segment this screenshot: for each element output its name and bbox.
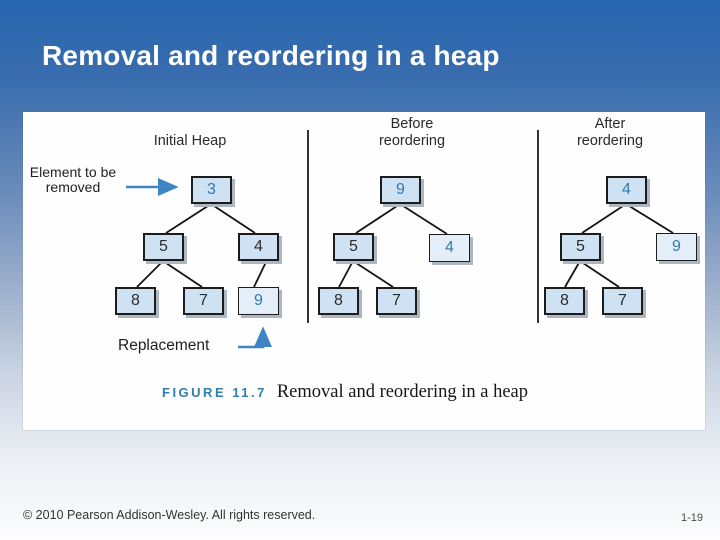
heap-node-initial-3: 3 [191, 176, 232, 204]
tree-header-before-reordering: Before reordering [378, 116, 446, 149]
heap-node-initial-7: 7 [183, 287, 224, 315]
heap-node-initial-9: 9 [238, 287, 279, 315]
heap-node-after-5: 5 [560, 233, 601, 261]
column-divider [307, 130, 309, 323]
replacement-arrow-icon [238, 326, 273, 349]
column-divider [537, 130, 539, 323]
page-number: 1-19 [680, 512, 703, 524]
heap-node-initial-4: 4 [238, 233, 279, 261]
heap-node-before-7: 7 [376, 287, 417, 315]
replacement-label: Replacement [118, 337, 210, 354]
edges-before-reordering [338, 203, 448, 288]
tree-header-after-reordering: After reordering [576, 116, 644, 149]
heap-node-after-4: 4 [606, 176, 647, 204]
copyright-footer: © 2010 Pearson Addison-Wesley. All right… [23, 508, 316, 522]
heap-node-before-9: 9 [380, 176, 421, 204]
element-to-be-removed-label: Element to be removed [29, 164, 117, 196]
heap-node-before-8: 8 [318, 287, 359, 315]
heap-node-after-8: 8 [544, 287, 585, 315]
tree-edges-layer [126, 177, 674, 349]
slide-title: Removal and reordering in a heap [42, 40, 500, 71]
heap-node-before-4: 4 [429, 234, 470, 262]
figure-caption-text: Removal and reordering in a heap [276, 382, 529, 402]
heap-node-after-9: 9 [656, 233, 697, 261]
heap-node-initial-8: 8 [115, 287, 156, 315]
edges-initial-heap [136, 203, 267, 288]
heap-node-initial-5: 5 [143, 233, 184, 261]
tree-header-initial-heap: Initial Heap [153, 133, 227, 149]
heap-node-before-5: 5 [333, 233, 374, 261]
figure-caption-number: FIGURE 11.7 [162, 385, 267, 400]
heap-node-after-7: 7 [602, 287, 643, 315]
figure-caption: FIGURE 11.7 Removal and reordering in a … [162, 382, 528, 403]
figure-panel: Initial Heap Before reordering After reo… [23, 112, 705, 430]
edges-after-reordering [564, 203, 674, 288]
